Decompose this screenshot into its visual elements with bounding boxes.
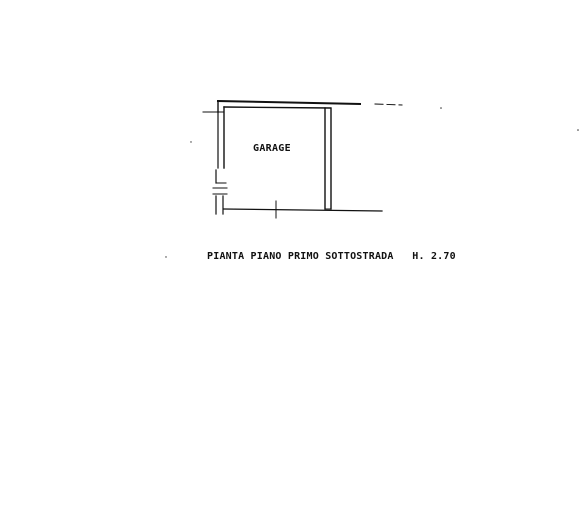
garage-walls [202, 99, 403, 219]
garage-label: GARAGE [253, 143, 291, 154]
scan-specks [165, 107, 579, 258]
plan-caption: PIANTA PIANO PRIMO SOTTOSTRADA H. 2.70 [207, 251, 456, 262]
